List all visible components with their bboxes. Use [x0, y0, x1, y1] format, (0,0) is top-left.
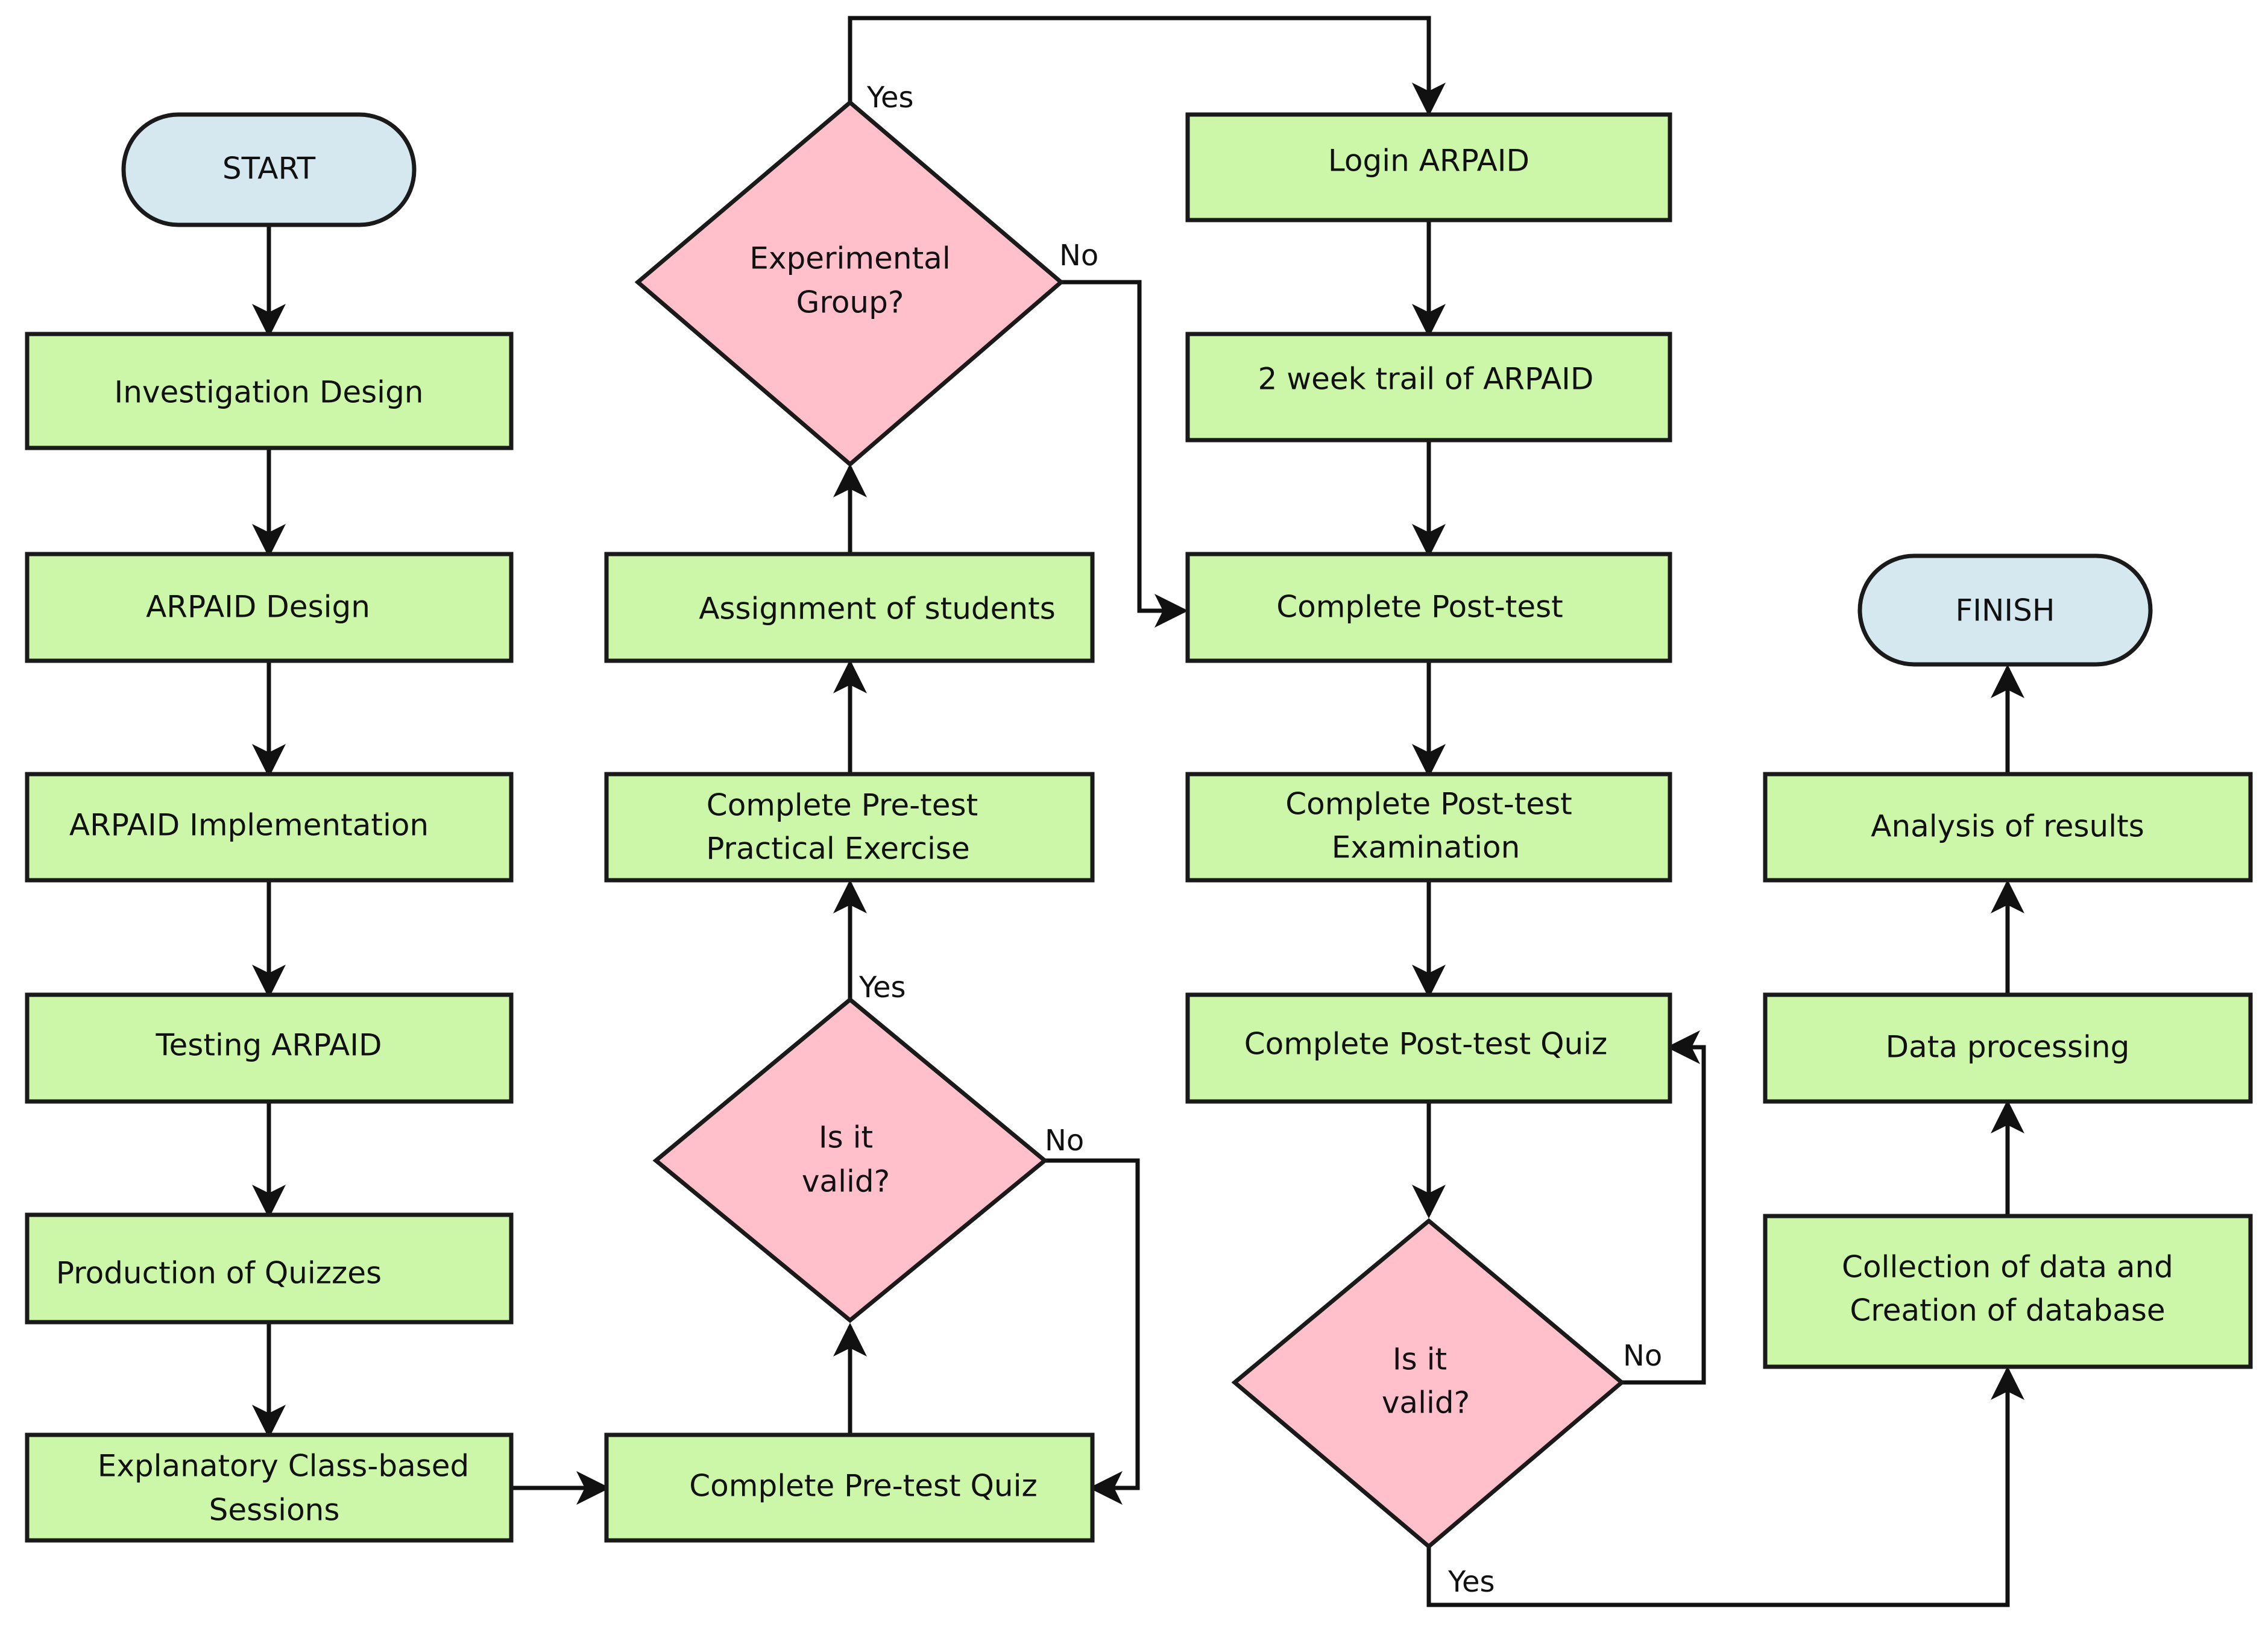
posttest-quiz-label: Complete Post-test Quiz	[1244, 1027, 1608, 1062]
pretest-practical-box: Complete Pre-test Practical Exercise	[604, 772, 1095, 883]
collection-data-label-line1: Collection of data and	[1842, 1250, 2173, 1285]
arpaid-implementation-label: ARPAID Implementation	[69, 808, 429, 843]
trail-arpaid-box: 2 week trail of ARPAID	[1185, 332, 1672, 443]
edge-valid2-no-to-posttest-quiz	[1622, 1030, 1706, 1385]
analysis-results-box: Analysis of results	[1763, 772, 2253, 883]
posttest-box: Complete Post-test	[1185, 552, 1672, 663]
pretest-quiz-label: Complete Pre-test Quiz	[689, 1469, 1038, 1504]
testing-arpaid-box: Testing ARPAID	[25, 992, 514, 1104]
label-valid1-yes: Yes	[858, 971, 906, 1004]
assignment-students-box: Assignment of students	[604, 552, 1095, 663]
experimental-group-decision: Experimental Group?	[634, 99, 1065, 467]
is-valid-2-label-line1: Is it	[1393, 1342, 1447, 1377]
login-arpaid-label: Login ARPAID	[1328, 143, 1529, 178]
is-valid-2-label-line2: valid?	[1382, 1385, 1470, 1420]
pretest-quiz-box: Complete Pre-test Quiz	[604, 1432, 1095, 1543]
production-quizzes-label: Production of Quizzes	[56, 1256, 382, 1291]
edge-expgroup-no-to-posttest	[1061, 280, 1188, 628]
experimental-group-label-line2: Group?	[796, 285, 904, 320]
posttest-label: Complete Post-test	[1276, 590, 1563, 625]
start-terminal: START	[121, 112, 417, 227]
is-valid-1-label-line1: Is it	[819, 1120, 873, 1155]
pretest-practical-label-line2: Practical Exercise	[706, 831, 969, 866]
label-valid2-yes: Yes	[1447, 1565, 1495, 1599]
investigation-design-label: Investigation Design	[114, 375, 423, 410]
analysis-results-label: Analysis of results	[1871, 809, 2144, 844]
explanatory-sessions-box: Explanatory Class-based Sessions	[25, 1432, 514, 1543]
edges	[252, 16, 2024, 1607]
posttest-exam-label-line2: Examination	[1332, 830, 1520, 865]
trail-arpaid-label: 2 week trail of ARPAID	[1258, 362, 1594, 397]
arpaid-design-label: ARPAID Design	[146, 590, 370, 625]
posttest-quiz-box: Complete Post-test Quiz	[1185, 992, 1672, 1104]
edge-valid2-yes-to-collection	[1426, 1366, 2024, 1607]
edge-labels: Yes No Yes No No Yes	[858, 81, 1662, 1599]
testing-arpaid-label: Testing ARPAID	[155, 1028, 382, 1063]
finish-label: FINISH	[1956, 593, 2055, 628]
label-expgroup-yes: Yes	[866, 81, 913, 115]
is-valid-decision-2: Is it valid?	[1231, 1218, 1625, 1549]
data-processing-label: Data processing	[1886, 1030, 2130, 1065]
collection-data-box: Collection of data and Creation of datab…	[1763, 1214, 2253, 1369]
is-valid-1-label-line2: valid?	[802, 1164, 890, 1199]
label-valid1-no: No	[1045, 1124, 1084, 1158]
login-arpaid-box: Login ARPAID	[1185, 112, 1672, 222]
start-label: START	[222, 151, 316, 186]
is-valid-decision-1: Is it valid?	[652, 997, 1048, 1323]
explanatory-sessions-label-line2: Sessions	[209, 1493, 340, 1528]
pretest-practical-label-line1: Complete Pre-test	[707, 788, 978, 823]
arpaid-design-box: ARPAID Design	[25, 552, 514, 663]
edge-valid1-no-to-pretest-quiz	[1045, 1158, 1140, 1505]
experimental-group-label-line1: Experimental	[749, 241, 950, 276]
explanatory-sessions-label-line1: Explanatory Class-based	[98, 1449, 470, 1484]
label-valid2-no: No	[1623, 1339, 1662, 1373]
arpaid-implementation-box: ARPAID Implementation	[25, 772, 514, 883]
assignment-students-label: Assignment of students	[699, 591, 1056, 626]
posttest-exam-box: Complete Post-test Examination	[1185, 772, 1672, 883]
posttest-exam-label-line1: Complete Post-test	[1285, 787, 1572, 822]
edge-expgroup-yes-to-login	[848, 16, 1446, 116]
finish-terminal: FINISH	[1857, 553, 2153, 667]
production-quizzes-box: Production of Quizzes	[25, 1212, 514, 1325]
investigation-design-box: Investigation Design	[25, 332, 514, 450]
data-processing-box: Data processing	[1763, 992, 2253, 1104]
collection-data-label-line2: Creation of database	[1850, 1293, 2165, 1328]
label-expgroup-no: No	[1059, 239, 1098, 273]
